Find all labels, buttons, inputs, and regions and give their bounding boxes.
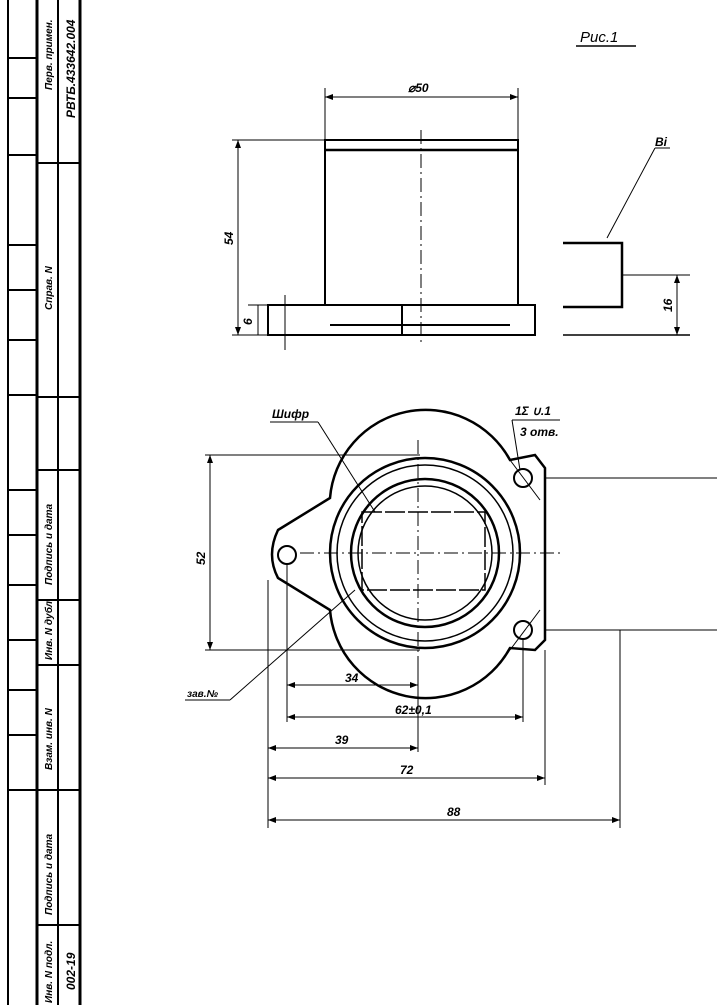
hole-spec: 1Σ ∪.1 [515,404,551,418]
replaced-inventory-label: Взам. инв. N [44,707,55,770]
original-inventory-value: 002-19 [64,952,78,990]
first-use-label: Перв. примен. [44,19,55,90]
diameter-50-dim: ⌀50 [408,81,429,95]
side-view [563,147,690,336]
dim-39: 39 [335,733,349,747]
elevation-view [232,88,536,350]
plan-view [185,408,717,828]
hole-count: 3 отв. [520,425,559,439]
first-use-value: РВТБ.433642.004 [64,19,78,118]
dim-62: 62±0,1 [395,703,432,717]
surface-callout: Вi [655,135,668,149]
dim-88: 88 [447,805,461,819]
reference-no-label: Справ. N [44,265,55,310]
title-block-strip: Перв. примен. РВТБ.433642.004 Справ. N П… [7,0,82,1005]
cipher-label: Шифр [272,407,309,421]
original-inventory-label: Инв. N подл. [44,941,55,1003]
signature-date-label-2: Подпись и дата [44,834,55,915]
duplicate-inventory-label: Инв. N дубл. [43,598,55,660]
base-6-dim: 6 [241,318,255,325]
height-16-dim: 16 [661,298,675,312]
signature-date-label-1: Подпись и дата [44,504,55,585]
dim-34: 34 [345,671,359,685]
dim-52: 52 [194,551,208,565]
serial-number-label: зав.№ [187,689,218,700]
dim-72: 72 [400,763,414,777]
figure-caption: Рис.1 [580,29,618,46]
height-54-dim: 54 [222,231,236,245]
